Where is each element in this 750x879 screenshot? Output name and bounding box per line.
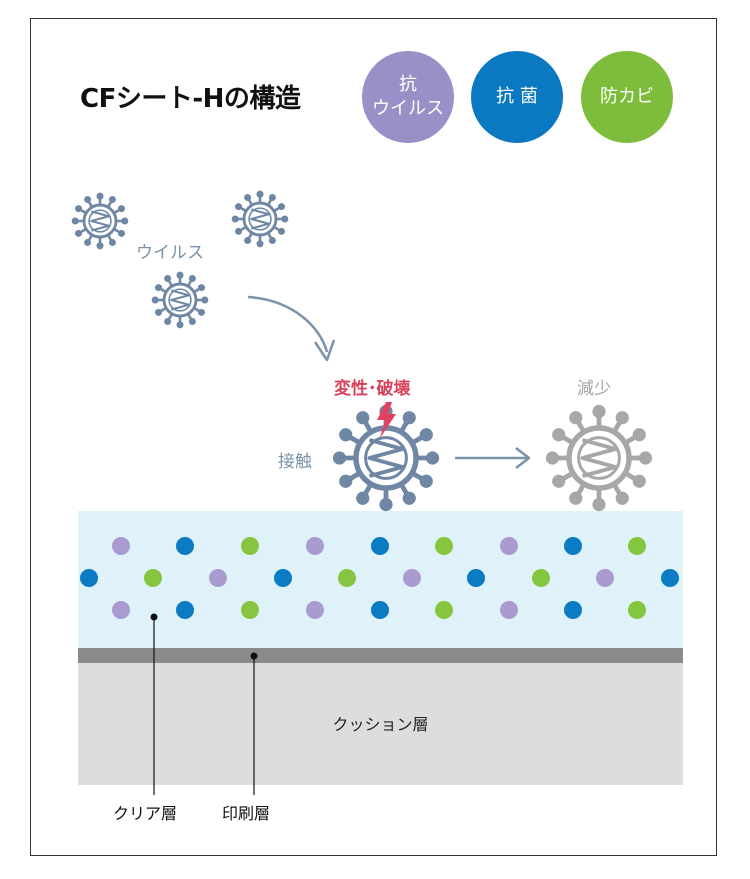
particle-dot bbox=[371, 537, 389, 555]
badge-antibacterial: 抗 菌 bbox=[471, 51, 563, 143]
virus-icon bbox=[151, 271, 209, 329]
particle-dot bbox=[112, 537, 130, 555]
cushion-layer-label: クッション層 bbox=[332, 715, 429, 734]
particle-dot bbox=[209, 569, 227, 587]
particle-dot bbox=[661, 569, 679, 587]
particle-dot bbox=[403, 569, 421, 587]
clear-layer bbox=[78, 511, 683, 648]
cushion-layer: クッション層 bbox=[78, 663, 683, 785]
particle-dot bbox=[241, 601, 259, 619]
virus-icon bbox=[231, 190, 289, 248]
particle-dot bbox=[306, 601, 324, 619]
particle-dot bbox=[596, 569, 614, 587]
badge-antifungal: 防カビ bbox=[581, 51, 673, 143]
particle-dot bbox=[500, 601, 518, 619]
antimicrobial-particles bbox=[80, 537, 679, 619]
print-layer-label: 印刷層 bbox=[222, 804, 271, 823]
particle-dot bbox=[628, 537, 646, 555]
particle-dot bbox=[112, 601, 130, 619]
straight-arrow-head bbox=[515, 447, 531, 469]
virus-label: ウイルス bbox=[136, 243, 204, 263]
particle-dot bbox=[467, 569, 485, 587]
particle-dot bbox=[80, 569, 98, 587]
clear-layer-label: クリア層 bbox=[113, 804, 178, 823]
particle-dot bbox=[176, 601, 194, 619]
particle-dot bbox=[371, 601, 389, 619]
badge-antiviral: 抗 ウイルス bbox=[362, 51, 454, 143]
particle-dot bbox=[564, 601, 582, 619]
decrease-label: 減少 bbox=[577, 379, 611, 399]
particle-dot bbox=[144, 569, 162, 587]
curved-arrow bbox=[247, 295, 329, 353]
virus-icon bbox=[71, 192, 129, 250]
damage-label: 変性･破壊 bbox=[334, 379, 411, 399]
particle-dot bbox=[176, 537, 194, 555]
particle-dot bbox=[241, 537, 259, 555]
particle-dot bbox=[338, 569, 356, 587]
curved-arrow-head bbox=[313, 339, 336, 362]
lightning-bolt-icon bbox=[377, 402, 396, 438]
particle-dot bbox=[564, 537, 582, 555]
reduced-virus-icon bbox=[545, 404, 653, 512]
particle-dot bbox=[435, 601, 453, 619]
particle-dot bbox=[500, 537, 518, 555]
particle-dot bbox=[274, 569, 292, 587]
diagram-title: CFシート-Hの構造 bbox=[80, 84, 301, 114]
particle-dot bbox=[628, 601, 646, 619]
particle-dot bbox=[435, 537, 453, 555]
particle-dot bbox=[532, 569, 550, 587]
contact-label: 接触 bbox=[278, 452, 312, 472]
particle-dot bbox=[306, 537, 324, 555]
virus-group bbox=[71, 190, 653, 512]
print-layer bbox=[78, 648, 683, 663]
